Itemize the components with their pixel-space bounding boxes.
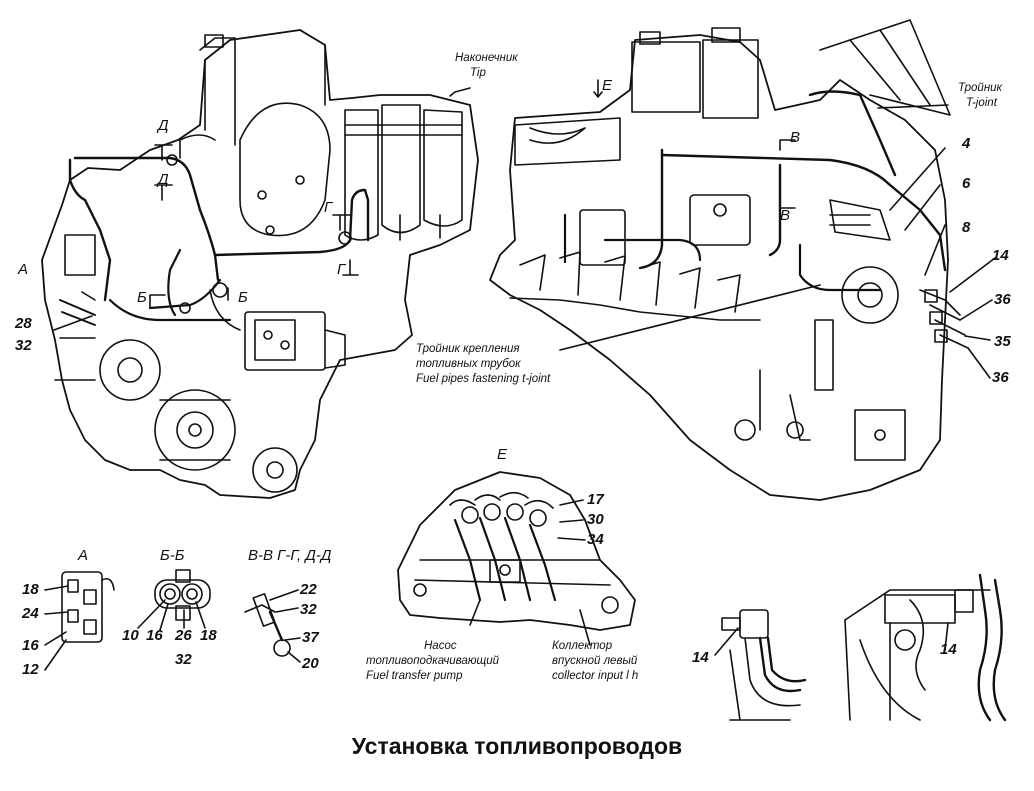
collector-label-ru-1: Коллектор (552, 640, 613, 652)
section-v-bottom-marker: В (780, 207, 791, 224)
callout-18-bb: 18 (200, 627, 217, 644)
callout-8: 8 (962, 219, 971, 236)
callout-22: 22 (300, 581, 317, 598)
callout-35: 35 (994, 333, 1011, 350)
tjoint-label-ru: Тройник (958, 82, 1002, 94)
detail-vv-title: В-В Г-Г, Д-Д (248, 547, 332, 564)
callout-26: 26 (175, 627, 192, 644)
tjoint-label-en: T-joint (966, 97, 997, 109)
fastening-label-ru-1: Тройник крепления (416, 343, 520, 355)
callout-16-a: 16 (22, 637, 39, 654)
tip-label-ru: Наконечник (455, 52, 518, 64)
callout-24: 24 (22, 605, 39, 622)
callout-16-bb: 16 (146, 627, 163, 644)
callout-20: 20 (302, 655, 319, 672)
collector-label-ru-2: впускной левый (552, 655, 638, 667)
callout-14-detail-left: 14 (692, 649, 709, 666)
callout-37: 37 (302, 629, 319, 646)
detail-vv-drawing (244, 589, 301, 663)
tip-label-en: Tip (470, 67, 486, 79)
callout-17: 17 (587, 491, 604, 508)
callout-6: 6 (962, 175, 971, 192)
callout-4: 4 (962, 135, 971, 152)
pump-label-en: Fuel transfer pump (366, 670, 463, 682)
fastening-label-ru-2: топливных трубок (416, 358, 521, 370)
pump-label-ru-1: Насос (424, 640, 457, 652)
view-a-marker: A (18, 261, 29, 278)
detail-a-title: А (78, 547, 89, 564)
pump-label-ru-2: топливоподкачивающий (366, 655, 500, 667)
callout-18-a: 18 (22, 581, 39, 598)
view-e-marker: Е (602, 77, 613, 94)
callout-30: 30 (587, 511, 604, 528)
detail-a-drawing (44, 571, 115, 671)
fastening-label-en: Fuel pipes fastening t-joint (416, 373, 551, 385)
detail-14-left-drawing (714, 609, 807, 721)
callout-14-engine: 14 (992, 247, 1009, 264)
section-g-bottom-marker: Г (337, 261, 346, 278)
detail-e-drawing (397, 471, 636, 646)
section-d-top-marker: Д (158, 117, 169, 134)
callout-14-detail-right: 14 (940, 641, 957, 658)
callout-36-top: 36 (994, 291, 1011, 308)
detail-bb-title: Б-Б (160, 547, 185, 564)
callout-34: 34 (587, 531, 604, 548)
detail-bb-drawing (137, 569, 211, 631)
collector-label-en: collector input l h (552, 670, 639, 682)
section-v-top-marker: В (790, 129, 801, 146)
callout-10: 10 (122, 627, 139, 644)
section-b-right-marker: Б (238, 289, 248, 306)
callout-28: 28 (15, 315, 32, 332)
detail-e-title: Е (497, 446, 508, 463)
callout-36-bottom: 36 (992, 369, 1009, 386)
left-engine-view (41, 29, 479, 499)
right-engine-view (489, 19, 996, 501)
page-title: Установка топливопроводов (351, 733, 683, 759)
callout-32-left: 32 (15, 337, 32, 354)
callout-32-vv: 32 (300, 601, 317, 618)
section-g-top-marker: Г (324, 199, 333, 216)
section-b-left-marker: Б (137, 289, 147, 306)
callout-12: 12 (22, 661, 39, 678)
detail-14-right-drawing (844, 573, 1007, 722)
section-d-bottom-marker: Д (158, 171, 169, 188)
callout-32-bb: 32 (175, 651, 192, 668)
